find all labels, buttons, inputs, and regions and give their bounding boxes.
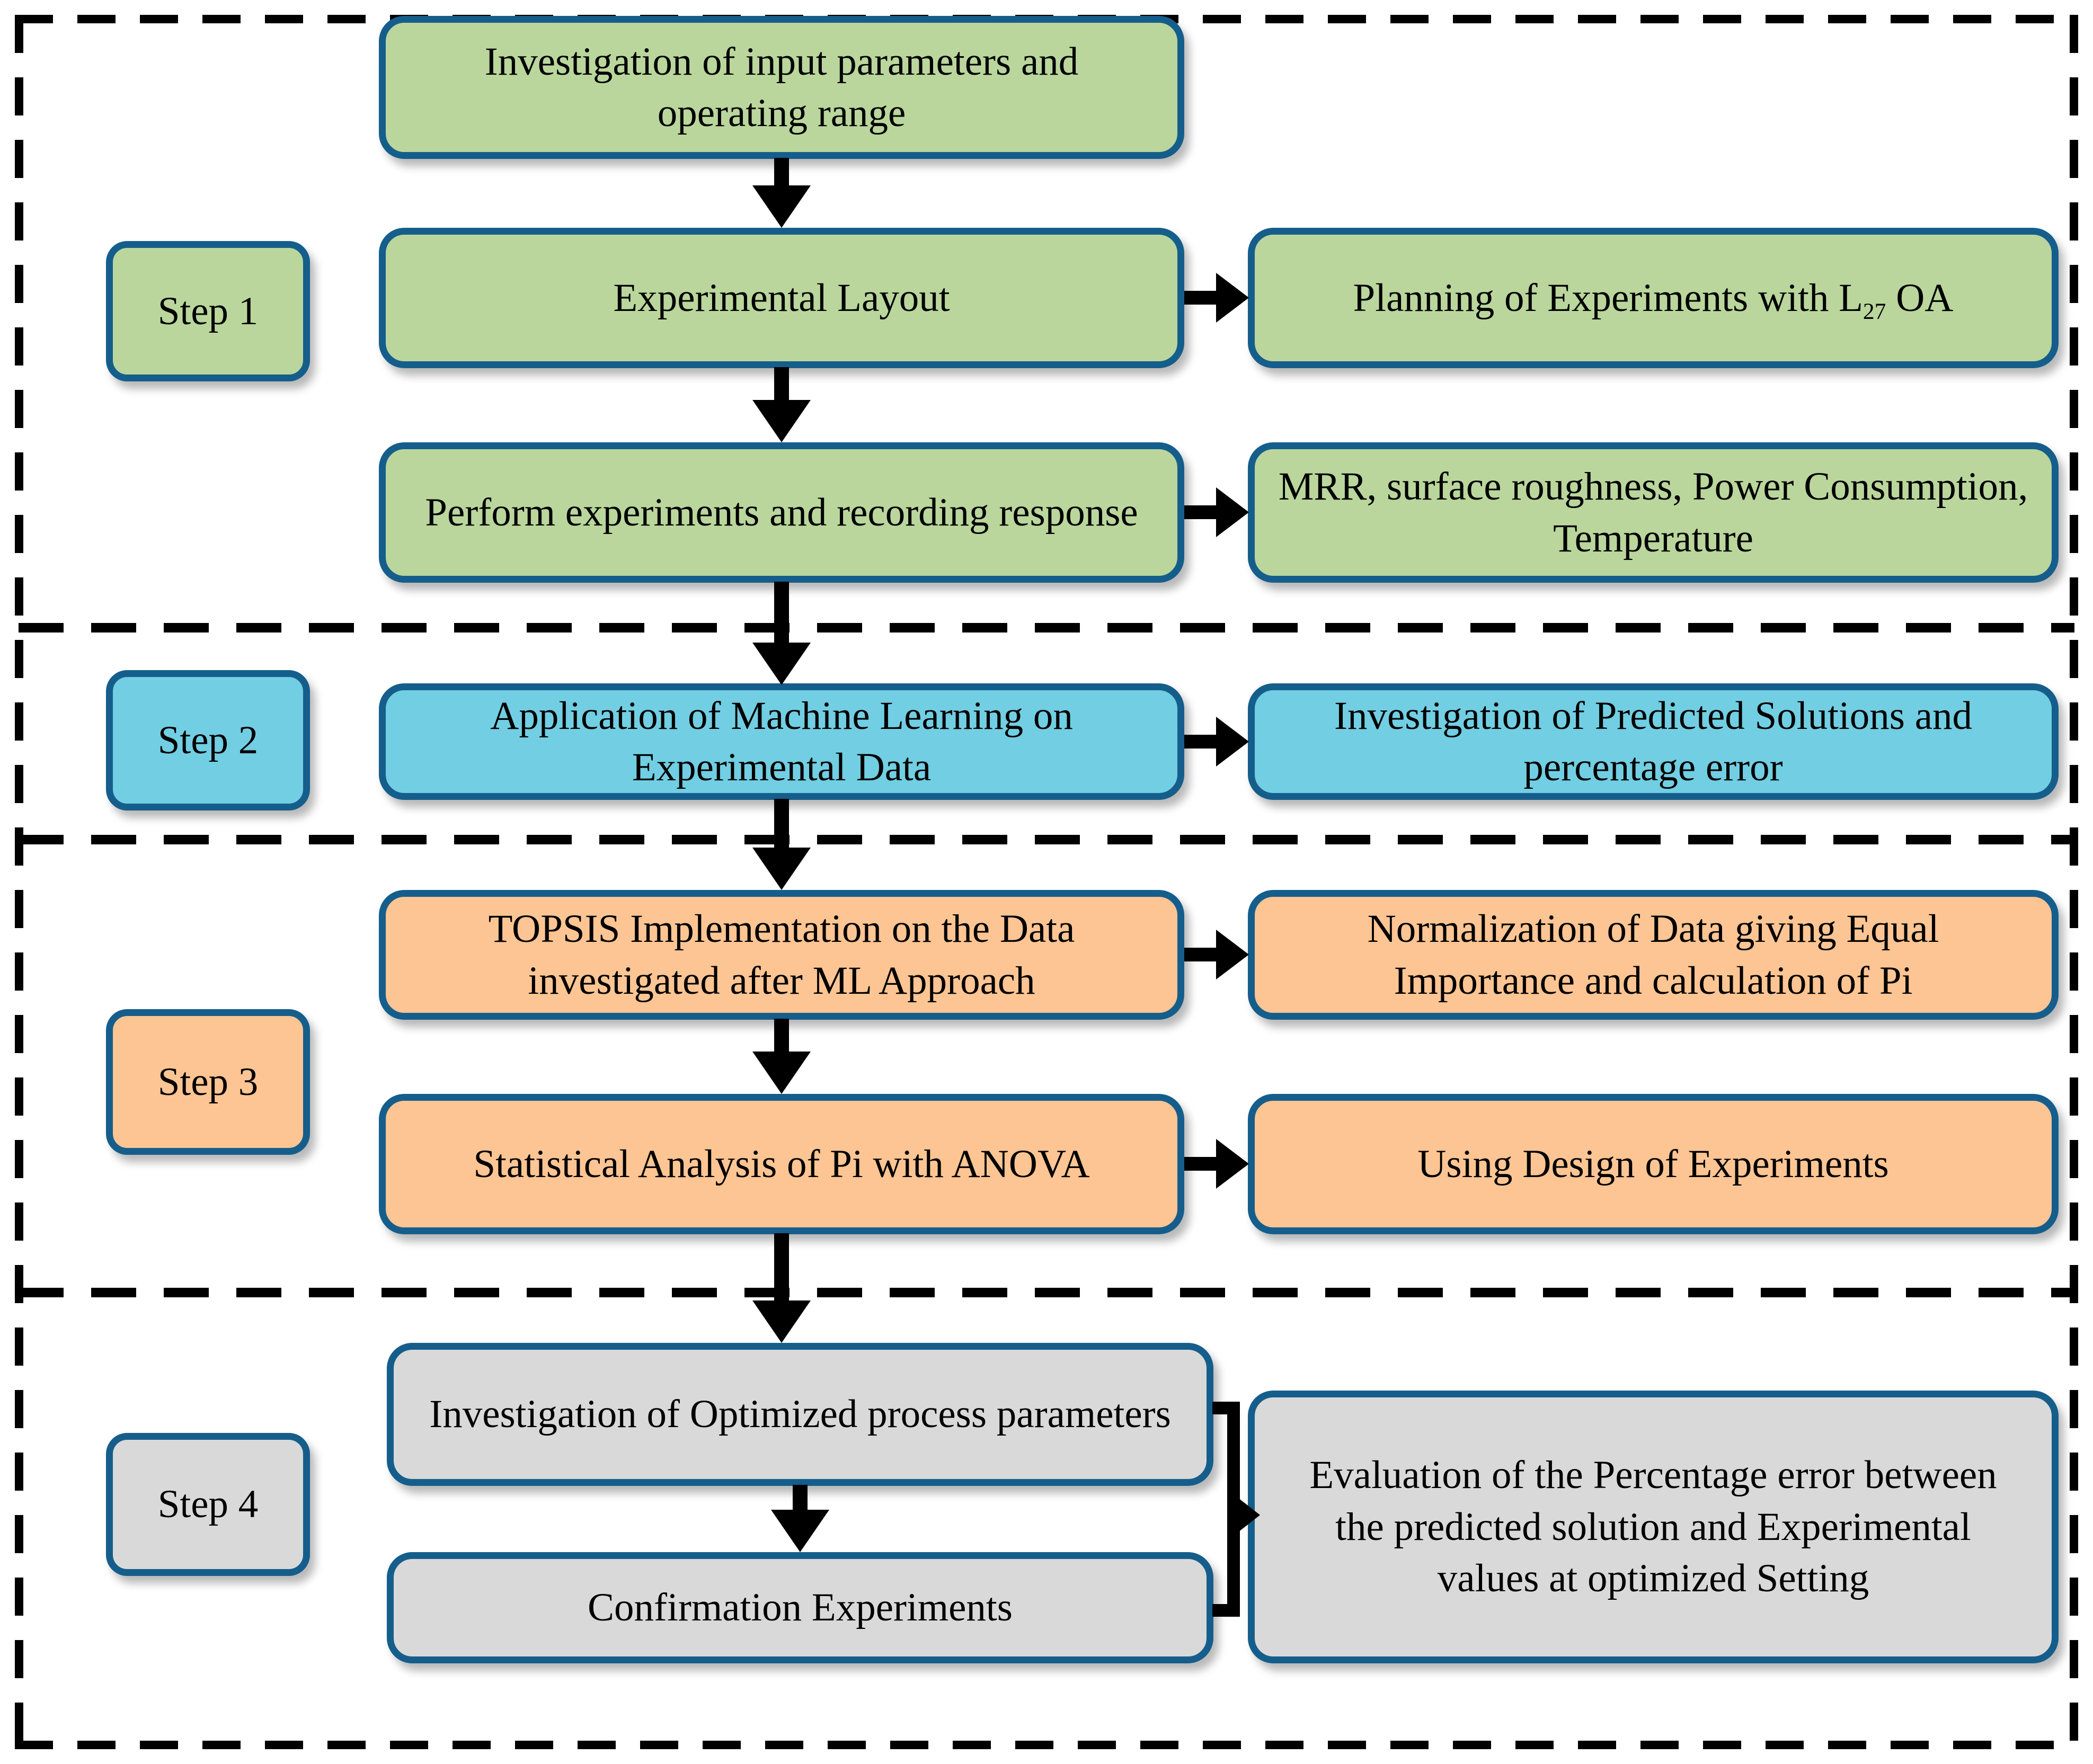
- arrow-down-head-icon: [752, 643, 811, 685]
- box-experimental-layout-text: Experimental Layout: [613, 275, 950, 320]
- box-experimental-layout: Experimental Layout: [379, 228, 1184, 368]
- box-anova-text: Statistical Analysis of Pi with ANOVA: [473, 1142, 1090, 1186]
- box-responses-mrr-text: MRR, surface roughness, Power Consumptio…: [1278, 465, 2028, 560]
- arrow-down-icon: [774, 1019, 789, 1053]
- step2-label-box: Step 2: [106, 670, 310, 810]
- box-percentage-error-evaluation-text: Evaluation of the Percentage error betwe…: [1309, 1453, 1997, 1601]
- box-topsis-text: TOPSIS Implementation on the Data invest…: [488, 907, 1075, 1003]
- arrow-right-head-icon: [1216, 273, 1249, 323]
- box-planning-experiments-text: Planning of Experiments with L27 OA: [1353, 275, 1954, 324]
- step4-label-box: Step 4: [106, 1433, 310, 1576]
- box-percentage-error-evaluation: Evaluation of the Percentage error betwe…: [1248, 1391, 2059, 1663]
- box-perform-experiments: Perform experiments and recording respon…: [379, 442, 1184, 583]
- arrow-down-head-icon: [752, 848, 811, 890]
- bracket-arrow-icon: [1236, 1496, 1260, 1534]
- box-machine-learning: Application of Machine Learning on Exper…: [379, 683, 1184, 800]
- arrow-down-head-icon: [771, 1510, 829, 1552]
- box-normalization: Normalization of Data giving Equal Impor…: [1248, 890, 2059, 1020]
- box-confirmation-experiments: Confirmation Experiments: [387, 1552, 1213, 1663]
- dashed-border-bottom: [15, 1741, 2078, 1749]
- box-topsis: TOPSIS Implementation on the Data invest…: [379, 890, 1184, 1020]
- arrow-down-head-icon: [752, 400, 811, 442]
- step3-label-box: Step 3: [106, 1009, 310, 1155]
- box-design-of-experiments: Using Design of Experiments: [1248, 1094, 2059, 1234]
- arrow-down-icon: [774, 1233, 789, 1302]
- arrow-down-icon: [774, 158, 789, 187]
- box-anova: Statistical Analysis of Pi with ANOVA: [379, 1094, 1184, 1234]
- step3-label: Step 3: [157, 1059, 259, 1104]
- box-normalization-text: Normalization of Data giving Equal Impor…: [1367, 907, 1939, 1003]
- box-responses-mrr: MRR, surface roughness, Power Consumptio…: [1248, 442, 2059, 583]
- divider-step2-step3: [19, 835, 2074, 844]
- bracket-bottom-stub: [1212, 1604, 1240, 1617]
- arrow-right-icon: [1184, 505, 1217, 519]
- step1-label-box: Step 1: [106, 241, 310, 381]
- step1-label: Step 1: [157, 289, 259, 333]
- box-input-parameters-text: Investigation of input parameters and op…: [484, 39, 1079, 136]
- step2-label: Step 2: [157, 718, 259, 762]
- arrow-right-head-icon: [1216, 487, 1249, 537]
- box-optimized-parameters: Investigation of Optimized process param…: [387, 1343, 1213, 1486]
- arrow-right-icon: [1184, 948, 1217, 961]
- arrow-down-icon: [774, 799, 789, 849]
- arrow-right-icon: [1184, 735, 1217, 749]
- box-optimized-parameters-text: Investigation of Optimized process param…: [429, 1392, 1171, 1437]
- box-predicted-solutions: Investigation of Predicted Solutions and…: [1248, 683, 2059, 800]
- box-design-of-experiments-text: Using Design of Experiments: [1417, 1142, 1889, 1186]
- arrow-down-icon: [774, 582, 789, 644]
- arrow-right-head-icon: [1216, 717, 1249, 767]
- box-predicted-solutions-text: Investigation of Predicted Solutions and…: [1334, 693, 1972, 790]
- step4-label: Step 4: [157, 1482, 259, 1527]
- dashed-border-left: [15, 15, 23, 1749]
- arrow-down-icon: [793, 1485, 808, 1511]
- divider-step3-step4: [19, 1288, 2074, 1297]
- arrow-down-head-icon: [752, 1052, 811, 1094]
- box-input-parameters: Investigation of input parameters and op…: [379, 16, 1184, 159]
- box-perform-experiments-text: Perform experiments and recording respon…: [425, 490, 1138, 534]
- arrow-right-head-icon: [1216, 1139, 1249, 1189]
- arrow-down-head-icon: [752, 185, 811, 228]
- box-confirmation-experiments-text: Confirmation Experiments: [588, 1585, 1013, 1630]
- box-planning-experiments: Planning of Experiments with L27 OA: [1248, 228, 2059, 368]
- box-machine-learning-text: Application of Machine Learning on Exper…: [490, 693, 1073, 790]
- arrow-right-head-icon: [1216, 930, 1249, 979]
- arrow-down-head-icon: [752, 1300, 811, 1343]
- arrow-down-icon: [774, 367, 789, 402]
- arrow-right-icon: [1184, 291, 1217, 305]
- dashed-border-right: [2070, 15, 2078, 1749]
- arrow-right-icon: [1184, 1157, 1217, 1171]
- divider-step1-step2: [19, 623, 2074, 632]
